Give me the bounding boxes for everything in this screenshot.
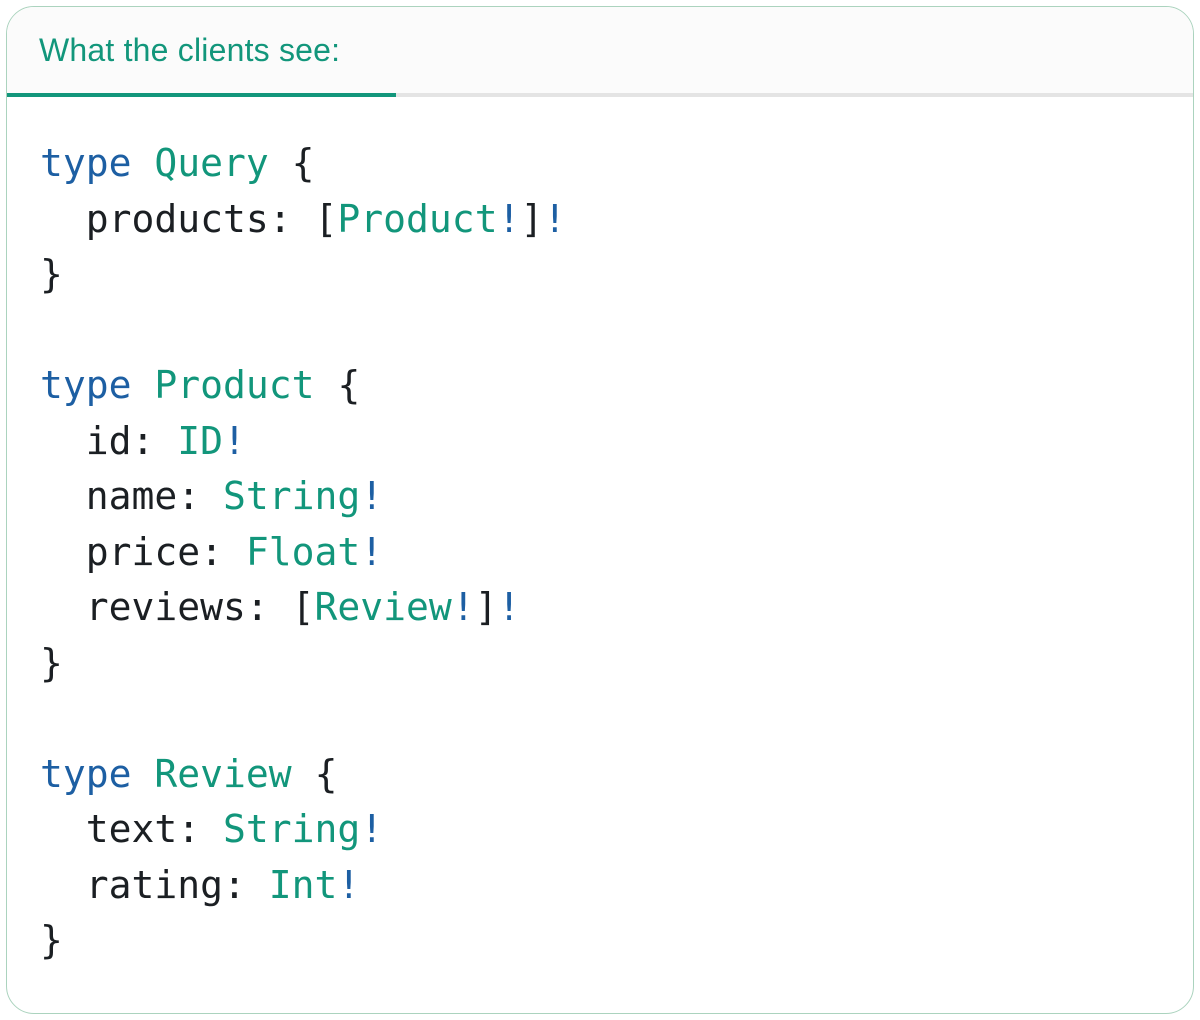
code-token-plain: } (40, 640, 63, 685)
code-token-name: Product (337, 196, 498, 241)
code-token-name: Int (268, 862, 338, 907)
code-token-plain (132, 363, 155, 407)
code-line: } (40, 913, 1173, 969)
code-line: rating: Int! (40, 858, 1173, 914)
code-token-bang: ! (497, 196, 521, 241)
code-token-plain: reviews: [ (40, 585, 315, 629)
active-tab-underline (7, 93, 396, 97)
code-token-plain: { (268, 141, 315, 185)
code-token-plain (132, 141, 155, 185)
code-token-plain: ] (520, 196, 544, 241)
code-line: id: ID! (40, 414, 1173, 470)
code-line: products: [Product!]! (40, 192, 1173, 248)
code-token-kw: type (40, 141, 132, 185)
code-token-plain: id: (40, 418, 178, 463)
code-token-plain: } (40, 918, 63, 962)
code-token-plain: ] (474, 585, 498, 629)
code-line: text: String! (40, 802, 1173, 858)
code-token-name: String (223, 807, 361, 851)
code-token-bang: ! (360, 474, 384, 518)
code-token-name: Product (154, 363, 315, 407)
code-token-plain: products: [ (40, 196, 338, 241)
code-token-bang: ! (360, 529, 384, 574)
code-token-bang: ! (223, 418, 246, 463)
code-token-name: Review (154, 751, 292, 796)
code-line: name: String! (40, 469, 1173, 525)
code-line (40, 303, 1173, 359)
code-token-kw: type (40, 751, 132, 796)
code-line: type Product { (40, 358, 1173, 414)
code-line: } (40, 247, 1173, 303)
code-token-plain (132, 752, 155, 796)
graphql-schema-code-block: type Query { products: [Product!]!}type … (7, 97, 1193, 969)
code-token-bang: ! (543, 196, 567, 241)
code-token-plain: text: (40, 807, 224, 851)
code-token-bang: ! (360, 807, 384, 851)
code-token-kw: type (40, 363, 132, 407)
tab-bar: What the clients see: (7, 7, 1193, 97)
code-token-name: Review (314, 585, 452, 629)
code-token-bang: ! (451, 585, 475, 629)
code-token-bang: ! (497, 585, 521, 629)
code-line: type Review { (40, 747, 1173, 803)
code-token-plain: price: (40, 529, 246, 574)
clients-view-card: What the clients see: type Query { produ… (6, 6, 1194, 1014)
code-line: reviews: [Review!]! (40, 580, 1173, 636)
code-line: price: Float! (40, 525, 1173, 581)
code-token-plain: { (314, 363, 361, 407)
code-token-plain: rating: (40, 862, 269, 907)
code-token-plain: name: (40, 474, 224, 518)
code-token-name: Query (154, 141, 269, 185)
code-token-bang: ! (337, 862, 361, 907)
code-token-name: ID (177, 418, 224, 463)
code-token-name: Float (245, 529, 361, 574)
code-line (40, 691, 1173, 747)
tab-what-clients-see[interactable]: What the clients see: (39, 31, 341, 68)
code-token-name: String (223, 474, 361, 518)
code-token-plain: { (291, 751, 338, 796)
code-token-plain: } (40, 252, 63, 296)
code-line: type Query { (40, 136, 1173, 192)
code-line: } (40, 636, 1173, 692)
